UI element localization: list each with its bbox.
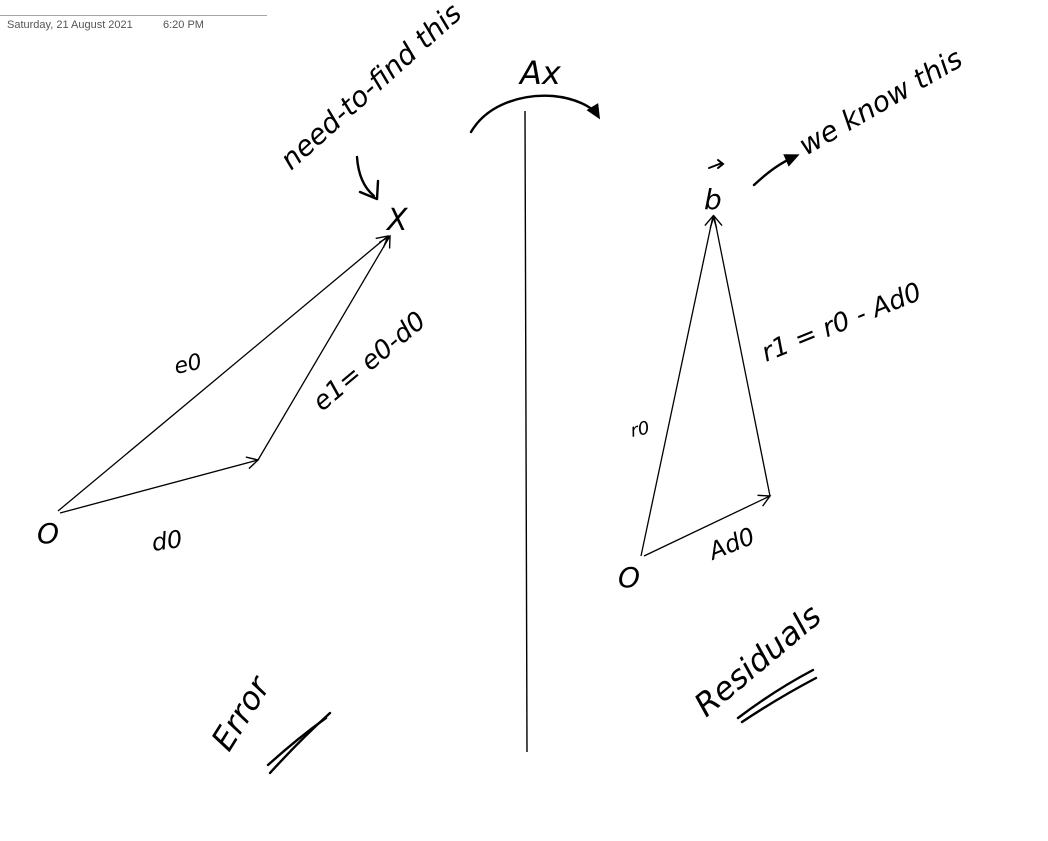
note-header: Saturday, 21 August 2021 6:20 PM xyxy=(0,0,267,34)
ad0-vector xyxy=(643,494,772,557)
note-time: 6:20 PM xyxy=(163,19,204,31)
origin-label-left: O xyxy=(37,517,59,550)
d0-label: d0 xyxy=(150,525,184,557)
note-date: Saturday, 21 August 2021 xyxy=(7,19,133,31)
r0-vector xyxy=(640,214,718,557)
residuals-underline-2 xyxy=(740,676,818,724)
operator-arc xyxy=(469,94,601,134)
note-arrow-right xyxy=(752,154,800,187)
b-vector-bar xyxy=(708,159,725,169)
operator-label: Ax xyxy=(518,54,562,92)
d0-vector xyxy=(59,456,260,514)
error-underline-2 xyxy=(266,716,328,767)
ad0-label: Ad0 xyxy=(703,522,759,566)
r0-label: r0 xyxy=(629,417,652,441)
error-title: Error xyxy=(204,668,279,757)
origin-label-right: O xyxy=(618,561,640,594)
r1-formula-label: r1 = r0 - Ad0 xyxy=(757,277,925,368)
need-to-find-note: need-to-find this xyxy=(274,0,468,176)
r1-vector xyxy=(709,214,771,497)
residuals-underline-1 xyxy=(736,668,815,720)
e0-label: e0 xyxy=(172,350,204,380)
header-rule xyxy=(0,15,267,16)
target-label-x: X xyxy=(385,203,409,238)
operator-divider: Ax xyxy=(469,54,601,753)
error-diagram: O X e0 d0 e1= e0-d0 need-to-find this Er… xyxy=(37,0,468,775)
note-arrow-left xyxy=(355,155,376,198)
residuals-diagram: O b r0 Ad0 r1 = r0 - Ad0 we know this Re… xyxy=(618,42,968,724)
e1-formula-label: e1= e0-d0 xyxy=(307,306,432,417)
divider-line xyxy=(524,110,528,753)
we-know-this-note: we know this xyxy=(793,42,968,162)
target-label-b: b xyxy=(704,183,722,216)
e0-vector xyxy=(57,235,390,512)
e1-vector xyxy=(257,234,391,461)
note-arrow-left-head xyxy=(358,179,380,201)
